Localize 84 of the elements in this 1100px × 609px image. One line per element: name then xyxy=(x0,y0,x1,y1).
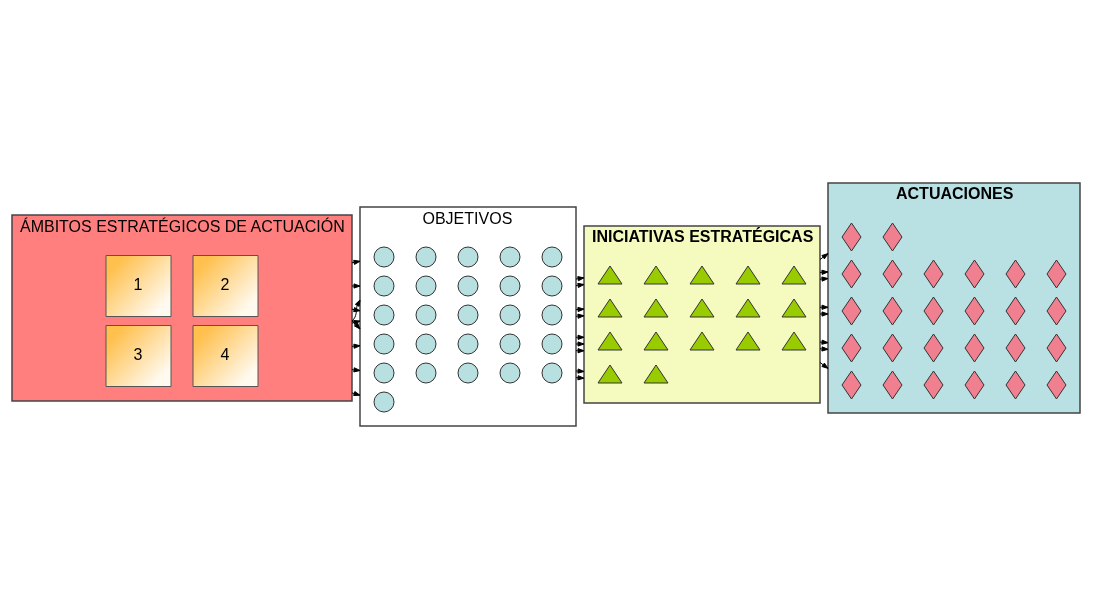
node-triangle xyxy=(597,298,623,318)
node-box: 3 xyxy=(105,325,172,387)
node-circle xyxy=(541,362,563,384)
node-diamond xyxy=(841,259,862,289)
node-circle xyxy=(373,304,395,326)
node-diamond xyxy=(841,296,862,326)
arrow xyxy=(575,341,585,347)
node-triangle xyxy=(643,331,669,351)
node-circle xyxy=(415,304,437,326)
node-circle xyxy=(541,275,563,297)
node-diamond xyxy=(1005,296,1026,326)
arrow xyxy=(819,339,829,345)
arrow xyxy=(819,276,829,282)
node-circle xyxy=(373,275,395,297)
node-triangle xyxy=(781,265,807,285)
node-diamond xyxy=(964,333,985,363)
arrow xyxy=(819,361,829,369)
node-diamond xyxy=(964,370,985,400)
node-circle xyxy=(415,275,437,297)
node-triangle xyxy=(781,298,807,318)
node-circle xyxy=(499,304,521,326)
node-diamond xyxy=(1046,333,1067,363)
node-triangle xyxy=(643,265,669,285)
node-diamond xyxy=(882,296,903,326)
arrow xyxy=(575,276,585,282)
node-diamond xyxy=(1046,296,1067,326)
node-circle xyxy=(457,362,479,384)
node-diamond xyxy=(882,370,903,400)
node-diamond xyxy=(841,222,862,252)
node-diamond xyxy=(882,333,903,363)
node-diamond xyxy=(1005,259,1026,289)
node-circle xyxy=(373,391,395,413)
node-circle xyxy=(499,246,521,268)
node-circle xyxy=(457,275,479,297)
node-circle xyxy=(499,333,521,355)
node-triangle xyxy=(781,331,807,351)
node-box: 1 xyxy=(105,255,172,317)
node-circle xyxy=(499,362,521,384)
node-triangle xyxy=(689,298,715,318)
node-triangle xyxy=(735,298,761,318)
node-triangle xyxy=(735,265,761,285)
node-triangle xyxy=(643,298,669,318)
arrow xyxy=(575,368,585,374)
node-diamond xyxy=(923,333,944,363)
arrow xyxy=(351,391,361,397)
node-triangle xyxy=(689,331,715,351)
node-circle xyxy=(541,304,563,326)
node-triangle xyxy=(597,364,623,384)
node-diamond xyxy=(841,333,862,363)
node-diamond xyxy=(882,222,903,252)
node-circle xyxy=(499,275,521,297)
arrow xyxy=(819,253,829,261)
node-triangle xyxy=(597,331,623,351)
node-circle xyxy=(541,246,563,268)
node-circle xyxy=(457,333,479,355)
arrow xyxy=(351,283,361,289)
node-diamond xyxy=(964,259,985,289)
arrow xyxy=(819,311,829,317)
node-circle xyxy=(415,333,437,355)
node-triangle xyxy=(735,331,761,351)
node-diamond xyxy=(923,370,944,400)
node-diamond xyxy=(1005,333,1026,363)
node-circle xyxy=(373,246,395,268)
node-circle xyxy=(457,304,479,326)
node-diamond xyxy=(1005,370,1026,400)
node-box: 2 xyxy=(192,255,259,317)
node-triangle xyxy=(689,265,715,285)
node-triangle xyxy=(597,265,623,285)
node-diamond xyxy=(923,259,944,289)
node-circle xyxy=(457,246,479,268)
node-circle xyxy=(373,362,395,384)
node-diamond xyxy=(923,296,944,326)
node-circle xyxy=(541,333,563,355)
node-diamond xyxy=(841,370,862,400)
node-diamond xyxy=(964,296,985,326)
cluster: ACTUACIONES xyxy=(827,182,1081,414)
node-diamond xyxy=(882,259,903,289)
node-circle xyxy=(415,246,437,268)
node-circle xyxy=(373,333,395,355)
node-box: 4 xyxy=(192,325,259,387)
node-diamond xyxy=(1046,370,1067,400)
node-diamond xyxy=(1046,259,1067,289)
node-circle xyxy=(415,362,437,384)
node-triangle xyxy=(643,364,669,384)
